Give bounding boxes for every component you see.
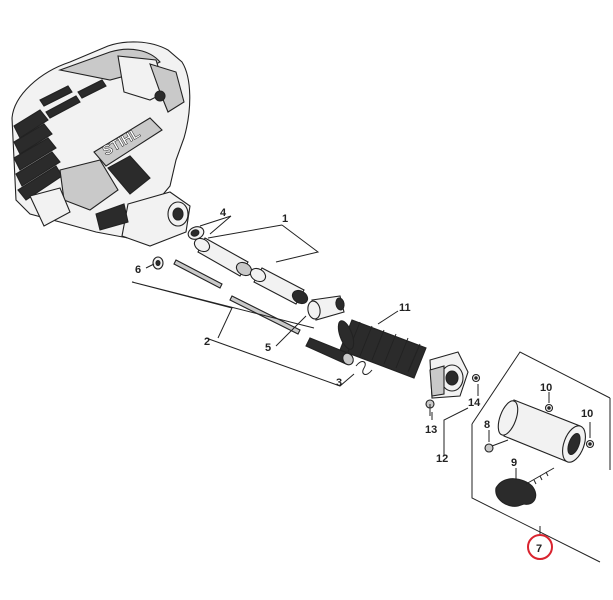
vent-slots: [39, 79, 107, 119]
part-2-drive-rod: [173, 259, 354, 366]
part-7-handle-tube: [497, 399, 586, 463]
callout-11: 11: [399, 302, 411, 314]
callout-7: 7: [536, 543, 542, 555]
part-9-wing-screw: [495, 467, 555, 507]
callout-13: 13: [425, 424, 437, 436]
part-5-tube-bushing: [307, 295, 345, 321]
part-11-ribbed-sleeve: [337, 319, 427, 379]
part-4-coupling-ring: [187, 226, 205, 240]
highlight-circle: [527, 534, 553, 560]
callout-2: 2: [204, 336, 210, 348]
callout-10-lower: 10: [581, 408, 593, 420]
part-12-clamp-bracket: [429, 351, 469, 399]
part-3-spring-clip: [355, 361, 373, 375]
callout-4: 4: [220, 207, 227, 219]
callout-12: 12: [436, 453, 448, 465]
part-10-nut-lower: [585, 439, 595, 449]
cooling-fins: [13, 109, 63, 201]
part-1-tube-sections: [193, 237, 309, 305]
part-8-screw: [484, 439, 509, 453]
callout-5: 5: [265, 342, 271, 354]
callout-14: 14: [468, 397, 481, 409]
callout-3: 3: [336, 377, 342, 389]
part-14-nut: [471, 373, 481, 383]
callout-10-upper: 10: [540, 382, 552, 394]
handle-assembly-box: [471, 351, 611, 563]
callout-9: 9: [511, 457, 517, 469]
callout-6: 6: [135, 264, 141, 276]
part-13-screw: [425, 399, 435, 416]
callout-7-highlight[interactable]: 7: [527, 534, 553, 560]
callout-8: 8: [484, 419, 490, 431]
engine-unit: STIHL: [11, 41, 191, 247]
callout-1: 1: [282, 213, 288, 225]
part-6-bushing: [152, 256, 164, 270]
part-10-nut-upper: [544, 403, 554, 413]
leader-lines: [131, 215, 591, 534]
